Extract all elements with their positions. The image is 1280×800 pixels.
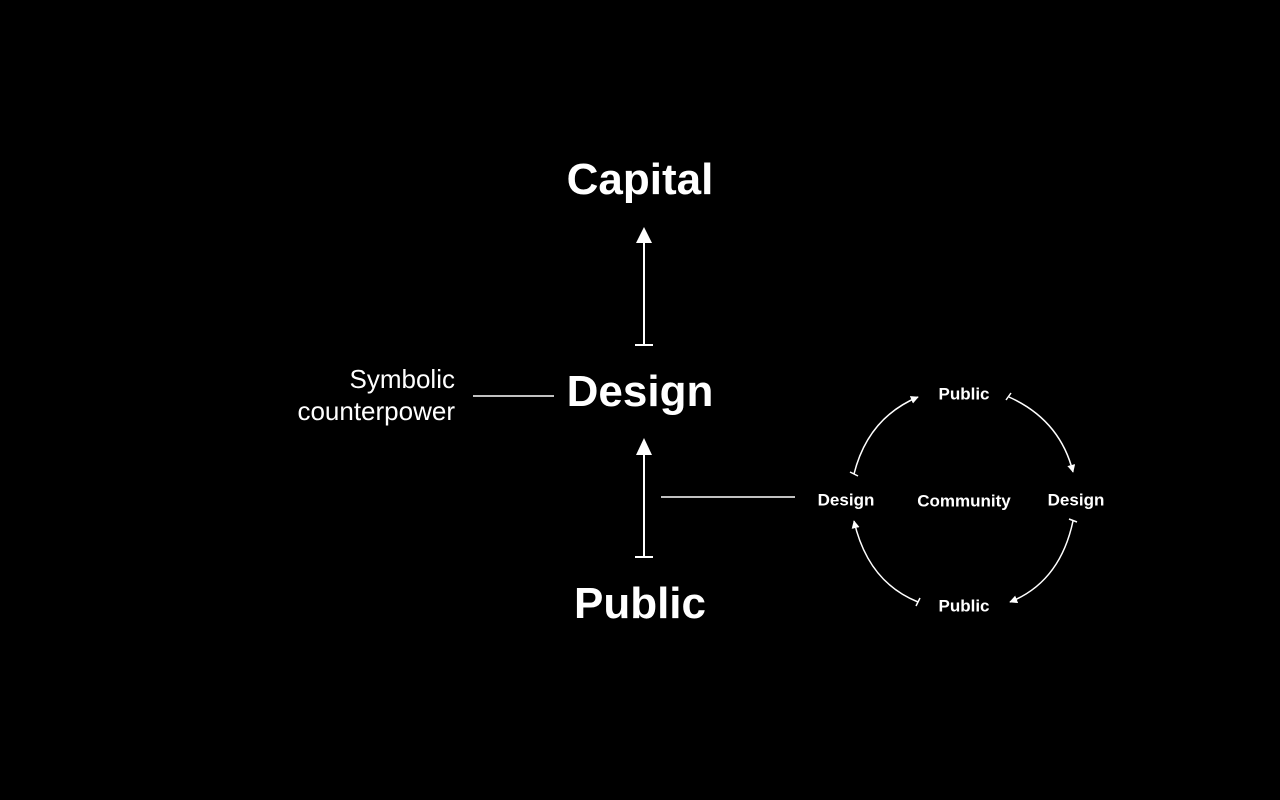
cycle-center-community: Community [917, 491, 1011, 511]
cycle-arc-bottom-to-left [851, 520, 921, 607]
node-public: Public [573, 579, 707, 628]
arrow-design-to-capital [635, 227, 653, 346]
cycle-node-public-bottom: Public [938, 596, 990, 616]
node-capital: Capital [566, 155, 714, 204]
cycle-node-design-left: Design [817, 490, 875, 510]
cycle-arc-left-to-top [849, 396, 919, 477]
symbolic-counterpower-label: Symbolic counterpower [297, 363, 455, 427]
symbolic-counterpower-line-2: counterpower [297, 396, 455, 426]
symbolic-counterpower-line-1: Symbolic [349, 364, 455, 394]
cycle-arc-top-to-right [1005, 392, 1076, 473]
node-design: Design [566, 367, 714, 416]
arrow-public-to-design [635, 438, 653, 558]
cycle-node-public-top: Public [938, 384, 990, 404]
cycle-arc-right-to-bottom [1009, 518, 1078, 604]
cycle-node-design-right: Design [1047, 490, 1105, 510]
